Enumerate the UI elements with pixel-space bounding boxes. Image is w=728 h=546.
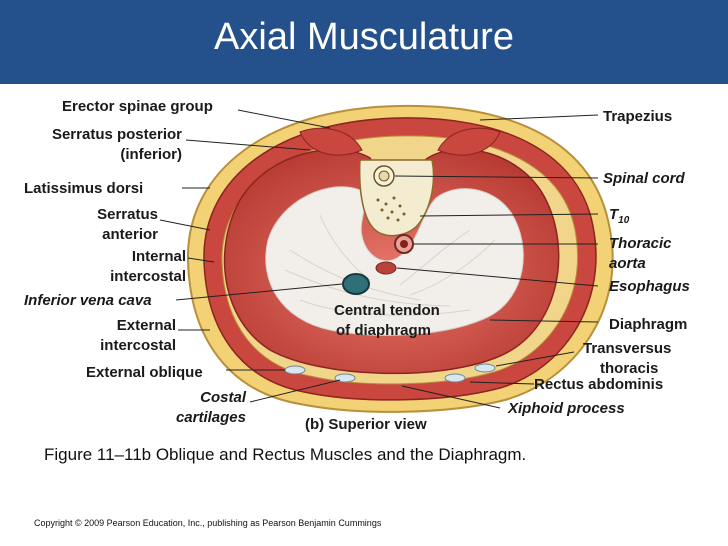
esophagus-shape [375, 261, 397, 275]
label-transversus-thoracis: Transversus [583, 340, 672, 357]
label-t10-sub: 10 [618, 215, 630, 226]
label-central-tendon-sub: of diaphragm [336, 322, 432, 339]
label-serratus-anterior-sub: anterior [102, 226, 158, 243]
label-external-oblique: External oblique [86, 364, 203, 381]
label-transversus-thoracis-sub: thoracis [600, 360, 659, 377]
label-t10: T10 [609, 206, 629, 229]
label-ivc: Inferior vena cava [24, 292, 152, 309]
label-serratus-posterior-sub: (inferior) [120, 146, 182, 163]
label-rectus-abdominis: Rectus abdominis [534, 376, 664, 393]
label-thoracic-aorta: Thoracic [609, 235, 672, 252]
label-diaphragm: Diaphragm [609, 316, 688, 333]
label-serratus-posterior: Serratus posterior [51, 126, 182, 143]
leader-lines [159, 109, 599, 409]
central-tendon-shape [265, 186, 524, 336]
label-costal: Costal [200, 389, 246, 406]
label-superior-view: (b) Superior view [305, 416, 427, 433]
label-esophagus: Esophagus [609, 278, 690, 295]
label-spinal-cord: Spinal cord [603, 170, 685, 187]
label-serratus-anterior: Serratus [97, 206, 158, 223]
figure-caption: Figure 11–11b Oblique and Rectus Muscles… [44, 445, 527, 464]
anatomy-illustration [159, 104, 614, 413]
erector-spinae-shapes [299, 127, 501, 156]
label-external-intercostal-sub: intercostal [100, 337, 176, 354]
label-latissimus: Latissimus dorsi [24, 180, 144, 197]
label-trapezius: Trapezius [603, 108, 673, 125]
vertebral-body-texture [376, 196, 406, 222]
diaphragm-figure: Erector spinae group Serratus posterior … [0, 84, 728, 436]
label-xiphoid-process: Xiphoid process [508, 400, 625, 417]
label-internal-intercostal: Internal [131, 248, 186, 265]
label-external-intercostal: External [116, 317, 176, 334]
title-bar: Axial Musculature [0, 0, 728, 84]
label-thoracic-aorta-sub: aorta [609, 255, 646, 272]
copyright-notice: Copyright © 2009 Pearson Education, Inc.… [34, 518, 382, 528]
ivc-shape [342, 273, 370, 295]
label-central-tendon: Central tendon [334, 302, 440, 319]
label-t10-main: T [609, 206, 619, 223]
label-erector-spinae: Erector spinae group [62, 98, 213, 115]
label-internal-intercostal-sub: intercostal [110, 268, 186, 285]
label-costal-sub: cartilages [175, 409, 246, 426]
slide-title: Axial Musculature [214, 16, 514, 58]
